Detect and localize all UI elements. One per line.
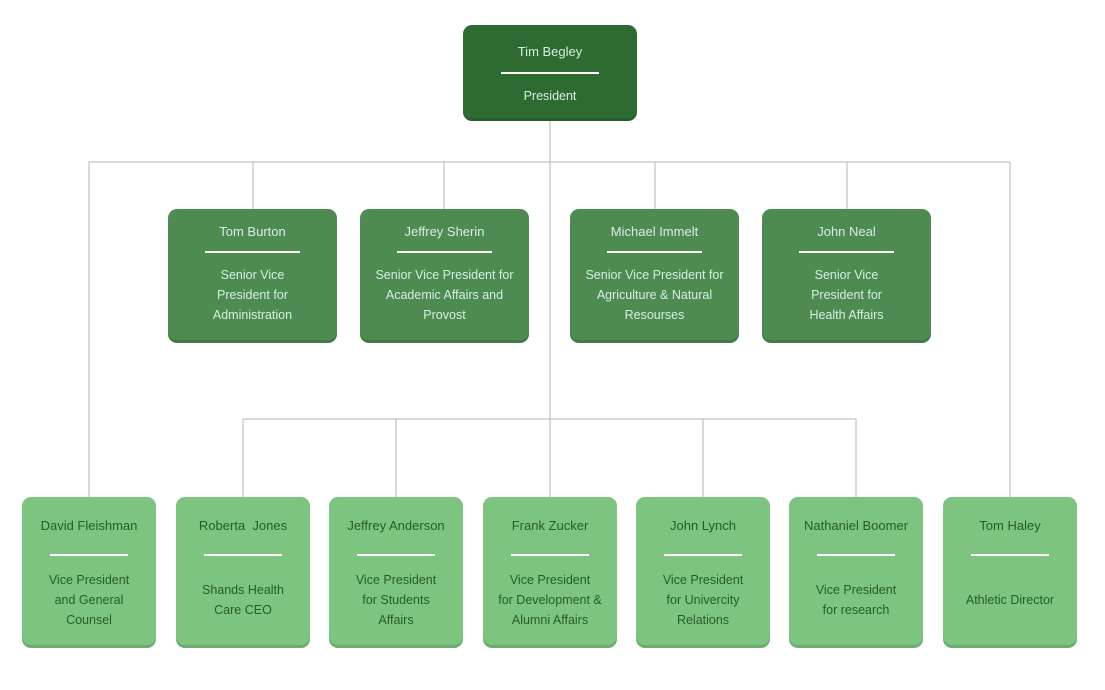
person-title: Senior Vice President for Administration (212, 268, 293, 323)
person-title: Vice President and General Counsel (48, 572, 130, 627)
person-title: President (523, 89, 577, 104)
person-name: Tom Haley (979, 518, 1041, 533)
node-tom-haley[interactable]: Tom Haley Athletic Director (943, 497, 1077, 648)
node-john-lynch[interactable]: John Lynch Vice President for Univercity… (636, 497, 770, 648)
person-name: David Fleishman (40, 518, 138, 533)
person-name: John Neal (817, 224, 876, 239)
node-jeffrey-sherin[interactable]: Jeffrey Sherin Senior Vice President for… (360, 209, 529, 343)
node-roberta-jones[interactable]: Roberta Jones Shands Health Care CEO (176, 497, 310, 648)
person-name: Jeffrey Anderson (347, 518, 445, 533)
name-title-divider (664, 554, 742, 556)
person-title: Athletic Director (965, 592, 1055, 607)
name-title-divider (511, 554, 589, 556)
name-title-divider (501, 72, 599, 74)
name-title-divider (357, 554, 435, 556)
name-title-divider (50, 554, 128, 556)
name-title-divider (397, 251, 492, 253)
person-name: Tim Begley (517, 44, 583, 59)
node-david-fleishman[interactable]: David Fleishman Vice President and Gener… (22, 497, 156, 648)
node-tim-begley[interactable]: Tim Begley President (463, 25, 637, 121)
name-title-divider (205, 251, 300, 253)
person-name: Roberta Jones (198, 518, 288, 533)
node-tom-burton[interactable]: Tom Burton Senior Vice President for Adm… (168, 209, 337, 343)
person-name: John Lynch (669, 518, 736, 533)
name-title-divider (204, 554, 282, 556)
person-name: Michael Immelt (610, 224, 699, 239)
person-title: Senior Vice President for Academic Affai… (375, 268, 514, 323)
person-title: Vice President for Development & Alumni … (498, 572, 602, 627)
person-title: Vice President for Students Affairs (355, 572, 437, 627)
name-title-divider (799, 251, 894, 253)
node-frank-zucker[interactable]: Frank Zucker Vice President for Developm… (483, 497, 617, 648)
name-title-divider (607, 251, 702, 253)
person-title: Senior Vice President for Health Affairs (809, 268, 884, 323)
person-title: Shands Health Care CEO (201, 582, 284, 617)
person-name: Nathaniel Boomer (803, 518, 909, 533)
name-title-divider (817, 554, 895, 556)
person-name: Jeffrey Sherin (404, 224, 485, 239)
person-title: Senior Vice President for Agriculture & … (585, 268, 724, 323)
person-title: Vice President for research (815, 582, 897, 617)
node-john-neal[interactable]: John Neal Senior Vice President for Heal… (762, 209, 931, 343)
person-name: Frank Zucker (511, 518, 589, 533)
node-michael-immelt[interactable]: Michael Immelt Senior Vice President for… (570, 209, 739, 343)
node-jeffrey-anderson[interactable]: Jeffrey Anderson Vice President for Stud… (329, 497, 463, 648)
person-name: Tom Burton (219, 224, 286, 239)
node-nathaniel-boomer[interactable]: Nathaniel Boomer Vice President for rese… (789, 497, 923, 648)
name-title-divider (971, 554, 1049, 556)
person-title: Vice President for Univercity Relations (662, 572, 744, 627)
